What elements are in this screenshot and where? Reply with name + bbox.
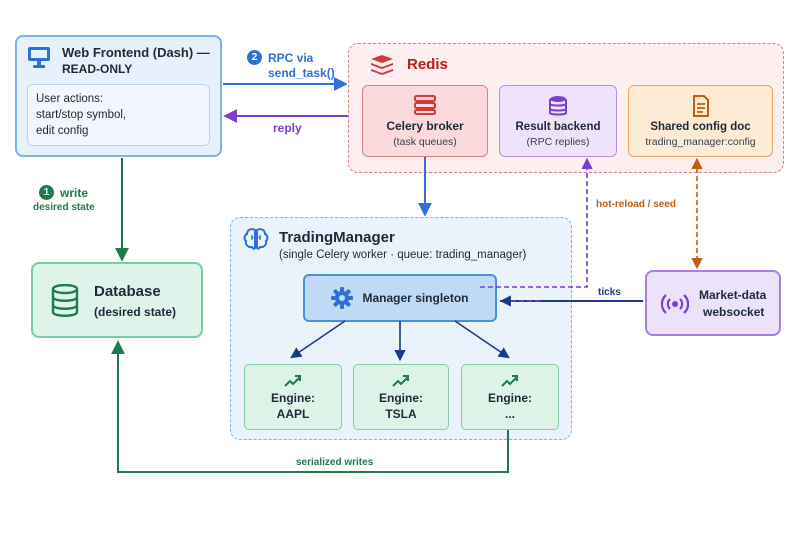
redis-icon	[369, 53, 395, 77]
shared-config-box: Shared config doc trading_manager:config	[628, 85, 773, 157]
manager-to-result-arrow	[480, 157, 593, 288]
user-actions-panel: User actions: start/stop symbol, edit co…	[27, 84, 210, 146]
trading-manager-container: TradingManager (single Celery worker · q…	[230, 217, 572, 440]
engine-label: Engine:	[379, 390, 423, 405]
stack-icon	[414, 94, 436, 115]
result-backend-box: Result backend (RPC replies)	[499, 85, 617, 157]
rpc-step-number: 2	[251, 52, 258, 63]
database-sub: (desired state)	[94, 305, 177, 319]
frontend-readonly: READ-ONLY	[62, 62, 133, 76]
write-step-badge: 1	[39, 185, 54, 200]
trading-manager-sub: (single Celery worker · queue: trading_m…	[279, 249, 527, 261]
web-frontend-box: Web Frontend (Dash) — READ-ONLY User act…	[15, 35, 222, 157]
rpc-label-line2: send_task()	[268, 66, 335, 80]
engine-symbol: TSLA	[385, 406, 417, 421]
serialized-writes-arrow	[111, 340, 509, 473]
database-box: Database (desired state)	[31, 262, 203, 338]
write-label-line1: write	[60, 186, 89, 200]
engine-label: Engine:	[271, 390, 315, 405]
shared-config-sub: trading_manager:config	[645, 135, 756, 148]
user-actions-line: edit config	[36, 125, 89, 137]
trend-up-icon	[392, 374, 409, 387]
frontend-title: Web Frontend (Dash) —	[62, 45, 210, 60]
database-icon	[549, 95, 567, 115]
manager-to-engine-arrow	[290, 320, 346, 359]
market-data-websocket-box: Market-data websocket	[645, 270, 781, 336]
engine-label: Engine:	[488, 390, 532, 405]
engine-box: Engine: TSLA	[353, 364, 449, 430]
rpc-step-badge: 2	[247, 50, 262, 65]
trading-manager-title: TradingManager	[279, 229, 395, 246]
database-title: Database	[94, 283, 161, 300]
write-step-number: 1	[43, 187, 50, 198]
hot-reload-label: hot-reload / seed	[596, 199, 677, 210]
document-icon	[692, 94, 709, 117]
serialized-writes-label: serialized writes	[296, 457, 374, 468]
engine-box: Engine: ...	[461, 364, 559, 430]
broadcast-icon	[660, 292, 690, 316]
shared-config-title: Shared config doc	[650, 120, 751, 133]
celery-broker-sub: (task queues)	[393, 135, 457, 148]
celery-broker-box: Celery broker (task queues)	[362, 85, 488, 157]
brain-icon	[243, 227, 269, 251]
monitor-icon	[26, 45, 52, 69]
reply-label: reply	[273, 121, 302, 135]
database-icon	[51, 283, 79, 318]
celery-broker-title: Celery broker	[386, 118, 464, 133]
redis-title: Redis	[407, 56, 448, 73]
trend-up-icon	[284, 374, 301, 387]
redis-container: Redis Celery broker (task queues) Result…	[348, 43, 784, 173]
manager-to-engine-arrow	[454, 320, 510, 359]
market-data-line2: websocket	[703, 305, 765, 319]
user-actions-line: start/stop symbol,	[36, 109, 127, 121]
trend-up-icon	[501, 374, 518, 387]
user-actions-line: User actions:	[36, 93, 104, 105]
gear-icon	[331, 287, 354, 309]
result-backend-sub: (RPC replies)	[526, 135, 590, 148]
write-label-line2: desired state	[33, 202, 95, 213]
engine-symbol: AAPL	[276, 406, 310, 421]
market-data-line1: Market-data	[699, 288, 767, 302]
engine-symbol: ...	[504, 406, 515, 421]
rpc-label-line1: RPC via	[268, 51, 314, 65]
result-backend-title: Result backend	[515, 120, 601, 133]
manager-singleton-box: Manager singleton	[303, 274, 497, 322]
manager-singleton-label: Manager singleton	[362, 291, 469, 305]
ticks-label: ticks	[598, 287, 621, 298]
engine-box: Engine: AAPL	[244, 364, 342, 430]
